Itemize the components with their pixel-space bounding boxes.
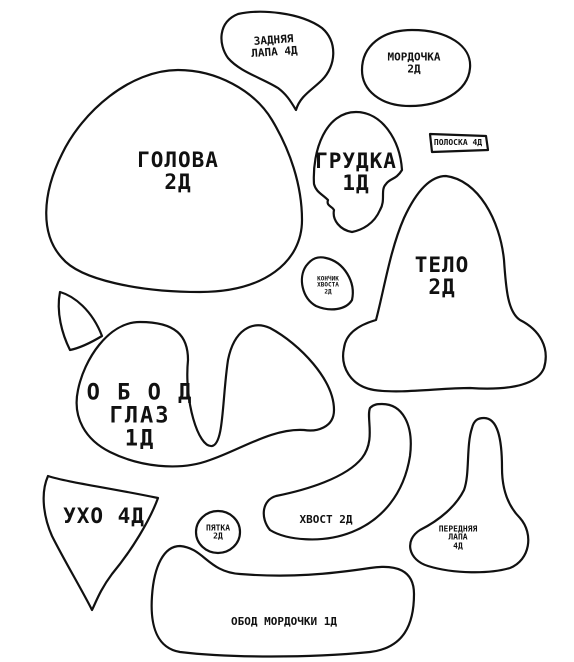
tail-tip-piece	[300, 256, 354, 311]
small-triangle-piece	[57, 290, 104, 352]
muzzle-rim-piece	[150, 544, 416, 658]
ear-label: УХО 4Д	[63, 503, 145, 528]
muzzle-rim-label: ОБОД МОРДОЧКИ 1Д	[231, 615, 337, 629]
hind-paw-piece	[220, 10, 335, 112]
body-piece	[342, 174, 547, 393]
stripe-label: ПОЛОСКА 4Д	[433, 137, 483, 147]
muzzle-piece	[360, 28, 472, 108]
head-piece	[45, 68, 304, 294]
tail-label: ХВОСТ 2Д	[299, 513, 353, 527]
front-paw-piece	[409, 416, 530, 574]
eye-rim-piece	[75, 320, 336, 468]
heel-piece	[194, 509, 242, 555]
chest-piece	[312, 110, 404, 234]
tail-piece	[262, 402, 412, 541]
ear-piece	[42, 474, 160, 612]
stripe-piece	[428, 132, 490, 154]
